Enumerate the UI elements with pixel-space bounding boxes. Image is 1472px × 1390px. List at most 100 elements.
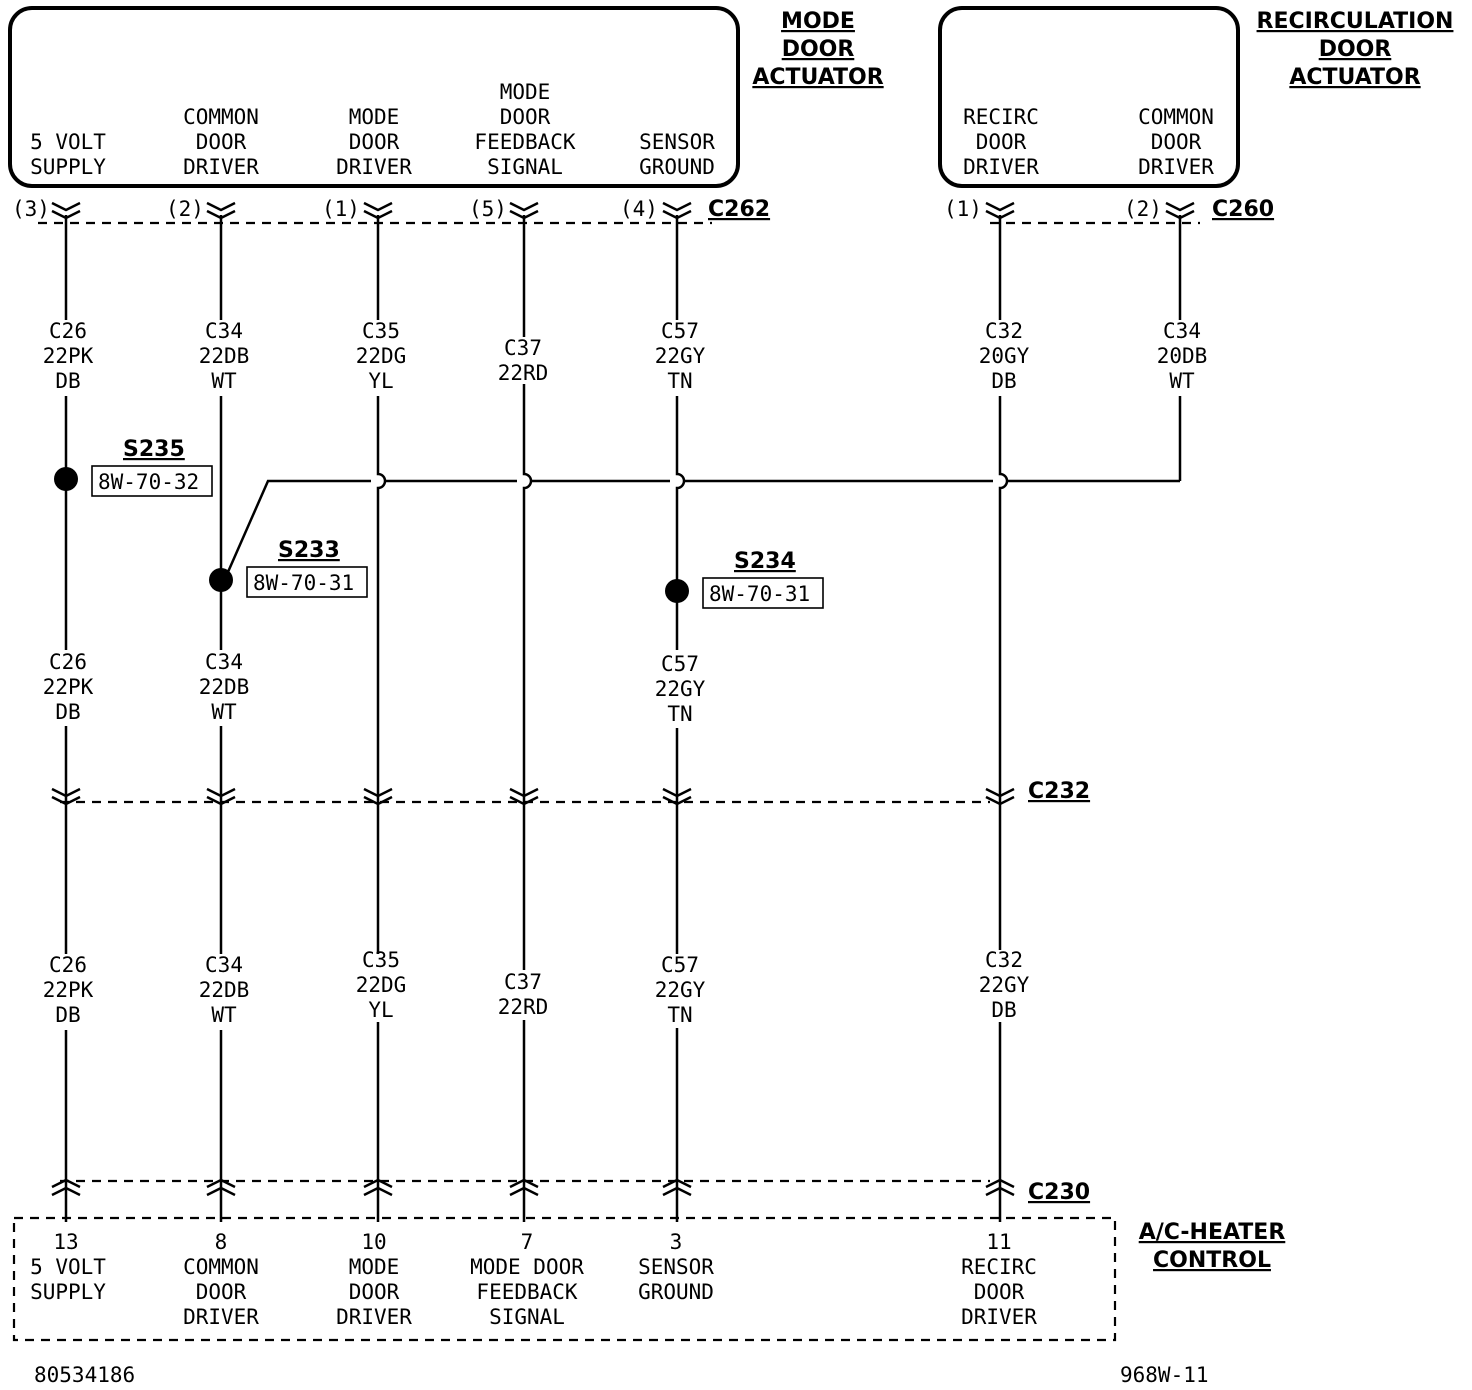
connector-c260: C260 <box>1212 197 1274 222</box>
top-connector-6-chevron-1 <box>1165 201 1195 212</box>
wire-label-mid-2c: TN <box>667 702 692 726</box>
control-label-3a: SENSOR <box>638 1255 714 1279</box>
pin-number-1: (1) <box>322 197 360 221</box>
c230-connector-3-chevron-1 <box>509 1186 539 1197</box>
wire-label-bot-1c: WT <box>211 1003 237 1027</box>
recirc-pin-label-2b: DOOR <box>1151 130 1202 154</box>
c232-connector-4-chevron-2 <box>662 795 692 806</box>
c230-connector-2-chevron-1 <box>363 1186 393 1197</box>
c230-connector-3-chevron-2 <box>509 1178 539 1189</box>
pin-number-4: (4) <box>620 197 658 221</box>
c232-connector-1-chevron-1 <box>206 787 236 798</box>
pin-label-mode-3: DRIVER <box>336 155 412 179</box>
recirc-pin-label-1c: DRIVER <box>963 155 1039 179</box>
wire-label-bot-2a: C35 <box>362 948 400 972</box>
wire-label-top-1c: WT <box>211 369 237 393</box>
c230-connector-0-chevron-1 <box>51 1186 81 1197</box>
wire-label-mid-1a: C34 <box>205 650 243 674</box>
top-connector-2-chevron-1 <box>363 201 393 212</box>
wire-label-top-0c: DB <box>55 369 80 393</box>
connector-c230: C230 <box>1028 1180 1090 1205</box>
wire-label-bot-5a: C32 <box>985 948 1023 972</box>
wire-label-bot-3a: C37 <box>504 970 542 994</box>
top-connector-4-chevron-2 <box>662 209 692 220</box>
wire-label-bot-4a: C57 <box>661 953 699 977</box>
wire-label-bot-5c: DB <box>991 998 1016 1022</box>
pin-label-ground-1: SENSOR <box>639 130 715 154</box>
splice-ref-box-s234 <box>702 577 824 609</box>
control-label-7b: FEEDBACK <box>476 1280 578 1304</box>
mode-door-actuator-box <box>8 6 740 188</box>
control-label-13a: 5 VOLT <box>30 1255 106 1279</box>
pin-label-feedback-2: DOOR <box>500 105 551 129</box>
wire-label-top-5a: C32 <box>985 319 1023 343</box>
c230-connector-5-chevron-1 <box>985 1186 1015 1197</box>
pin-label-common-1: COMMON <box>183 105 259 129</box>
wires <box>64 215 1182 1222</box>
c232-connector-5-chevron-2 <box>985 795 1015 806</box>
footer-left-code: 80534186 <box>34 1363 135 1387</box>
pin-label-5v-2: SUPPLY <box>30 155 106 179</box>
control-pin-7: 7 <box>521 1230 534 1254</box>
pin-label-5v-1: 5 VOLT <box>30 130 106 154</box>
wire-label-top-1a: C34 <box>205 319 243 343</box>
control-label-13b: SUPPLY <box>30 1280 106 1304</box>
c232-connector-3-chevron-2 <box>509 795 539 806</box>
splice-id-s235: S235 <box>123 437 185 462</box>
splice-dot-s234 <box>665 579 689 603</box>
wire-label-mid-0c: DB <box>55 700 80 724</box>
recirc-actuator-title-1: RECIRCULATION <box>1257 9 1454 34</box>
wire-label-top-6b: 20DB <box>1157 344 1208 368</box>
splice-dot-s233 <box>209 568 233 592</box>
recirc-pin-number-2: (2) <box>1124 197 1162 221</box>
top-connector-5-chevron-2 <box>985 209 1015 220</box>
wire-label-bot-2c: YL <box>368 998 393 1022</box>
wire-label-bot-4b: 22GY <box>655 978 706 1002</box>
pin-label-mode-2: DOOR <box>349 130 400 154</box>
control-label-11a: RECIRC <box>961 1255 1037 1279</box>
wire-label-mid-1b: 22DB <box>199 675 250 699</box>
mode-actuator-pin-labels: 5 VOLT SUPPLY COMMON DOOR DRIVER MODE DO… <box>30 80 715 179</box>
wire-label-mid-1c: WT <box>211 700 237 724</box>
control-label-10b: DOOR <box>349 1280 400 1304</box>
footer-right-code: 968W-11 <box>1120 1363 1209 1387</box>
wire-label-top-4b: 22GY <box>655 344 706 368</box>
wire-label-top-4a: C57 <box>661 319 699 343</box>
connector-c262: C262 <box>708 197 770 222</box>
wire-common-driver-crossover <box>226 479 1180 573</box>
control-label-7c: SIGNAL <box>489 1305 565 1329</box>
splice-ref-s233: 8W-70-31 <box>253 571 354 595</box>
top-connector-6-chevron-2 <box>1165 209 1195 220</box>
splice-ref-box-s235 <box>91 465 213 497</box>
control-label-7a: MODE DOOR <box>470 1255 584 1279</box>
wire-label-mid-0b: 22PK <box>43 675 94 699</box>
wire-label-bot-0a: C26 <box>49 953 87 977</box>
control-pin-11: 11 <box>986 1230 1011 1254</box>
top-connector-0-chevron-2 <box>51 209 81 220</box>
wire-label-top-2c: YL <box>368 369 393 393</box>
wire-label-top-4c: TN <box>667 369 692 393</box>
control-label-8b: DOOR <box>196 1280 247 1304</box>
wire-label-mid-0a: C26 <box>49 650 87 674</box>
control-label-10c: DRIVER <box>336 1305 412 1329</box>
recirc-pin-label-1a: RECIRC <box>963 105 1039 129</box>
c230-connector-2-chevron-2 <box>363 1178 393 1189</box>
top-connector-5-chevron-1 <box>985 201 1015 212</box>
c232-connector-3-chevron-1 <box>509 787 539 798</box>
c230-connector-4-chevron-2 <box>662 1178 692 1189</box>
c232-connector-0-chevron-1 <box>51 787 81 798</box>
top-connector-1-chevron-2 <box>206 209 236 220</box>
wire-c57-b <box>675 396 686 650</box>
pin-label-feedback-3: FEEDBACK <box>474 130 576 154</box>
c232-connector-5-chevron-1 <box>985 787 1015 798</box>
control-pin-13: 13 <box>53 1230 78 1254</box>
wire-label-top-2a: C35 <box>362 319 400 343</box>
pin-label-mode-1: MODE <box>349 105 400 129</box>
actuator-pin-numbers: (3) (2) (1) (5) (4) (1) (2) <box>12 197 1162 221</box>
wire-labels-bottom: C26 22PK DB C34 22DB WT C35 22DG YL C37 … <box>43 948 1030 1027</box>
control-title-2: CONTROL <box>1153 1248 1271 1273</box>
control-pin-8: 8 <box>215 1230 228 1254</box>
pin-label-common-2: DOOR <box>196 130 247 154</box>
top-connector-3-chevron-1 <box>509 201 539 212</box>
recirc-actuator-pin-labels: RECIRC DOOR DRIVER COMMON DOOR DRIVER <box>963 105 1214 179</box>
